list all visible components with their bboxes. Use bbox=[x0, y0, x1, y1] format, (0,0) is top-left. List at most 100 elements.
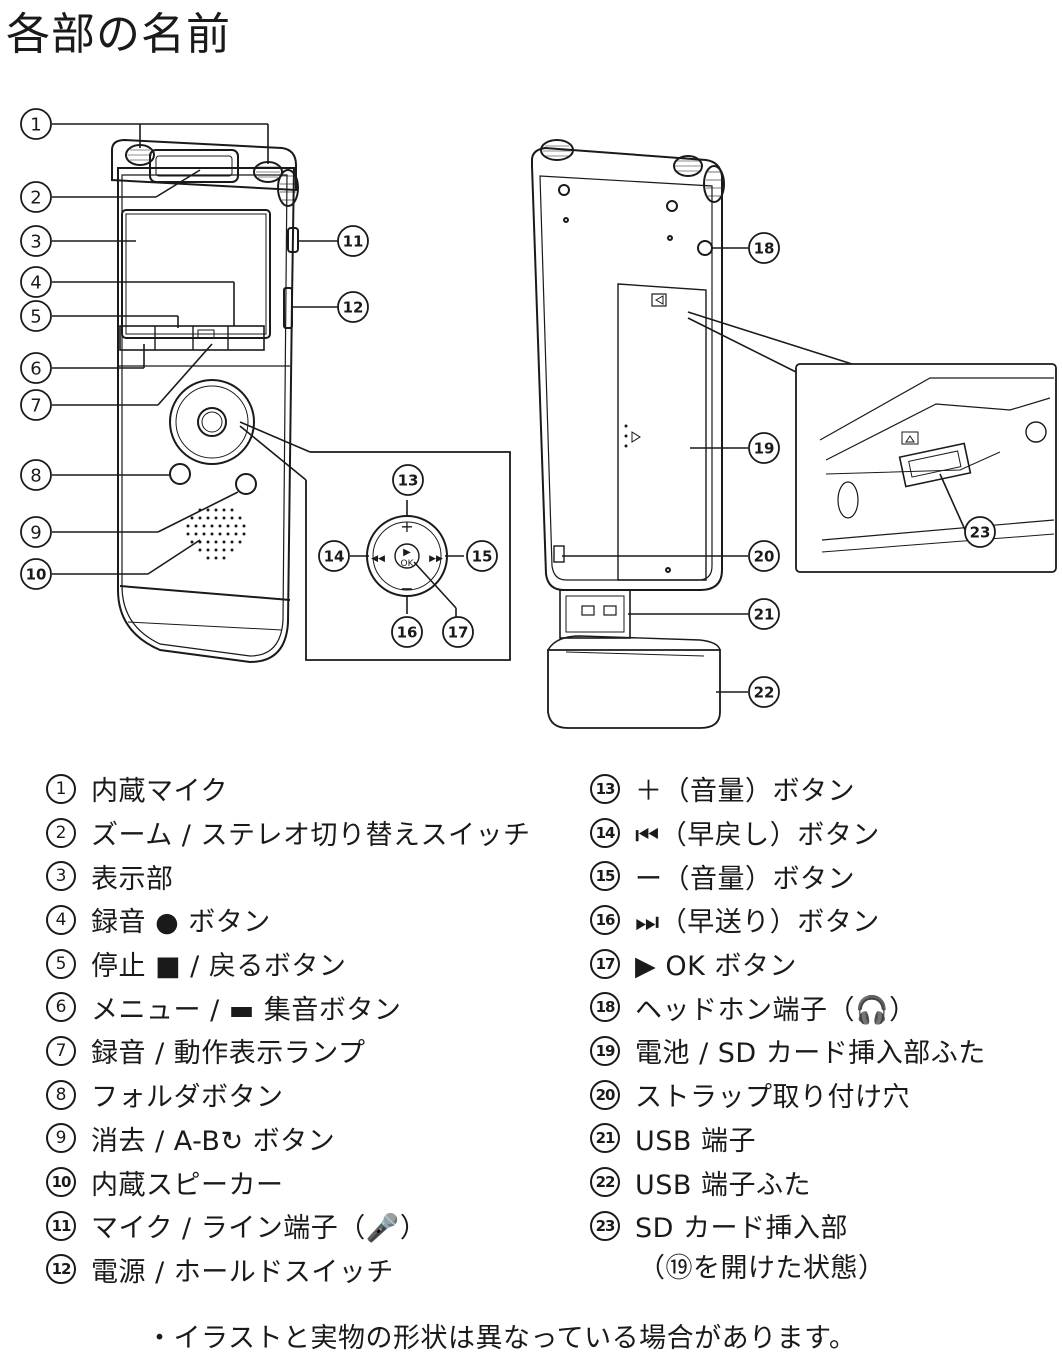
item-label: ⏮（早戻し）ボタン bbox=[635, 820, 880, 852]
list-item: 13 ＋（音量）ボタン bbox=[590, 767, 986, 811]
footnote: ・イラストと実物の形状は異なっている場合があります。 bbox=[146, 1323, 857, 1354]
callout-label: 12 bbox=[343, 299, 364, 317]
keypad-zoom-box bbox=[239, 421, 511, 661]
item-number: 12 bbox=[46, 1254, 76, 1285]
item-label: 停止 ■ / 戻るボタン bbox=[91, 951, 347, 983]
item-number: 21 bbox=[590, 1123, 620, 1154]
keypad-minus-label: − bbox=[400, 579, 413, 598]
front-callout-lines bbox=[52, 123, 338, 575]
item-label: ▶ OK ボタン bbox=[635, 951, 797, 983]
item-number: 20 bbox=[590, 1079, 620, 1110]
callout-circle bbox=[442, 616, 474, 648]
item-label: ＋（音量）ボタン bbox=[635, 776, 855, 808]
item-number: 22 bbox=[590, 1167, 620, 1198]
list-item: 17 ▶ OK ボタン bbox=[590, 942, 986, 986]
callout-label: 23 bbox=[970, 524, 991, 542]
callout-label: 16 bbox=[397, 624, 418, 642]
callout-label: 7 bbox=[30, 396, 41, 417]
item-number: 19 bbox=[590, 1035, 620, 1066]
item-label: 録音 / 動作表示ランプ bbox=[91, 1038, 366, 1070]
callout-circle bbox=[20, 459, 52, 491]
keypad-rew-label: ◀◀ bbox=[371, 554, 385, 564]
callout-label: 10 bbox=[26, 566, 47, 584]
item-number: 3 bbox=[46, 861, 76, 892]
callout-label: 13 bbox=[398, 472, 419, 490]
item-label: ストラップ取り付け穴 bbox=[635, 1082, 910, 1114]
item-number: 7 bbox=[46, 1035, 76, 1066]
callout-label: 18 bbox=[754, 240, 775, 258]
list-item: 4 録音 ● ボタン bbox=[46, 898, 530, 942]
list-item: 21 USB 端子 bbox=[590, 1117, 986, 1161]
callout-circle bbox=[748, 598, 780, 630]
callout-circle bbox=[20, 352, 52, 384]
list-item: 14 ⏮（早戻し）ボタン bbox=[590, 811, 986, 855]
item-label: SD カード挿入部 bbox=[635, 1213, 849, 1245]
list-item: 9 消去 / A-B↻ ボタン bbox=[46, 1117, 530, 1161]
list-item: 12 電源 / ホールドスイッチ bbox=[46, 1248, 530, 1292]
item-number: 6 bbox=[46, 992, 76, 1023]
item-number: 17 bbox=[590, 948, 620, 979]
item-label: 電池 / SD カード挿入部ふた bbox=[635, 1038, 986, 1070]
callout-label: 11 bbox=[343, 233, 364, 251]
list-item: 7 録音 / 動作表示ランプ bbox=[46, 1029, 530, 1073]
item-23-subnote: （⑲を開けた状態） bbox=[638, 1253, 886, 1284]
item-number: 4 bbox=[46, 904, 76, 935]
list-item: 16 ⏭（早送り）ボタン bbox=[590, 898, 986, 942]
callout-label: 15 bbox=[472, 548, 493, 566]
item-label: マイク / ライン端子（🎤） bbox=[91, 1213, 428, 1245]
item-number: 14 bbox=[590, 817, 620, 848]
item-number: 8 bbox=[46, 1079, 76, 1110]
sd-inset-box bbox=[795, 363, 1057, 573]
callout-circle bbox=[318, 540, 350, 572]
front-device bbox=[111, 138, 299, 664]
callout-label: 8 bbox=[30, 466, 41, 487]
item-label: ⏭（早送り）ボタン bbox=[635, 907, 880, 939]
callout-circle bbox=[20, 225, 52, 257]
keypad-plus-label: + bbox=[400, 517, 413, 536]
item-label: ズーム / ステレオ切り替えスイッチ bbox=[91, 820, 531, 852]
item-label: ヘッドホン端子（🎧） bbox=[635, 994, 917, 1026]
item-number: 16 bbox=[590, 904, 620, 935]
item-label: 内蔵スピーカー bbox=[91, 1169, 284, 1201]
item-label: フォルダボタン bbox=[91, 1082, 284, 1114]
callout-circle bbox=[20, 516, 52, 548]
list-item: 20 ストラップ取り付け穴 bbox=[590, 1073, 986, 1117]
callout-label: 6 bbox=[30, 359, 41, 380]
callout-circle bbox=[748, 676, 780, 708]
item-number: 1 bbox=[46, 773, 76, 804]
item-number: 13 bbox=[590, 773, 620, 804]
callout-label: 4 bbox=[30, 273, 41, 294]
callout-circle bbox=[20, 300, 52, 332]
callout-label: 19 bbox=[754, 440, 775, 458]
item-label: USB 端子 bbox=[635, 1125, 757, 1157]
item-label: 録音 ● ボタン bbox=[91, 907, 271, 939]
item-label: 消去 / A-B↻ ボタン bbox=[91, 1125, 336, 1157]
item-label: 電源 / ホールドスイッチ bbox=[91, 1256, 394, 1288]
item-number: 9 bbox=[46, 1123, 76, 1154]
keypad-center-play-label: ▶ bbox=[403, 547, 411, 558]
callout-label: 22 bbox=[754, 684, 775, 702]
callout-circle bbox=[20, 181, 52, 213]
callout-circle bbox=[391, 616, 423, 648]
callout-label: 3 bbox=[30, 232, 41, 253]
callout-label: 2 bbox=[30, 188, 41, 209]
callout-circle bbox=[466, 540, 498, 572]
callout-circle bbox=[20, 558, 52, 590]
callout-circle bbox=[20, 108, 52, 140]
callout-circle bbox=[337, 291, 369, 323]
callout-label: 5 bbox=[30, 307, 41, 328]
back-device bbox=[531, 139, 725, 729]
